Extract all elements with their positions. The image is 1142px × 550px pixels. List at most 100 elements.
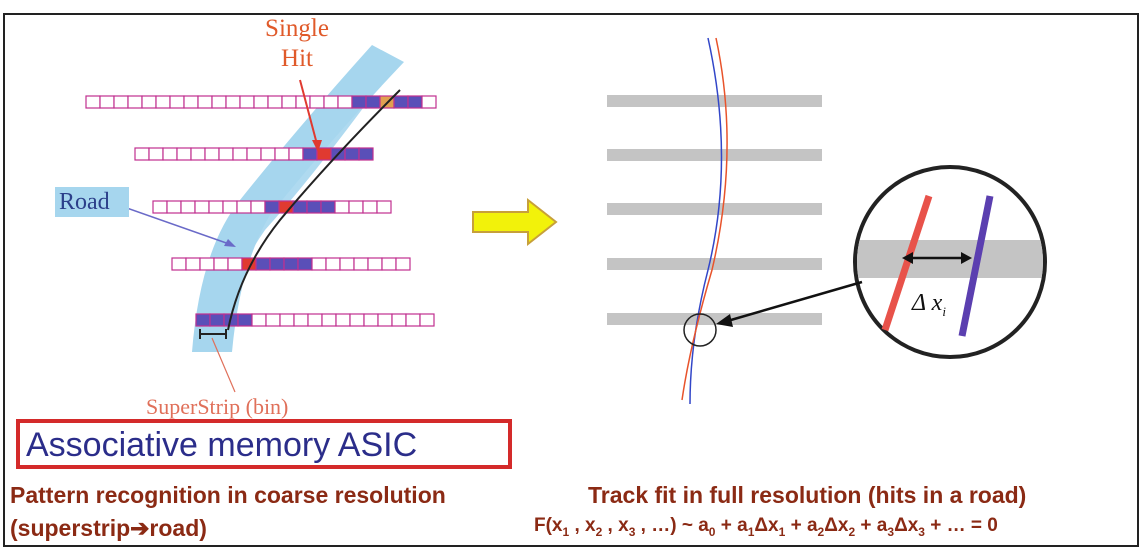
detector-layer-3 bbox=[607, 203, 822, 215]
strip-cell bbox=[339, 257, 355, 271]
track-curve bbox=[227, 89, 401, 331]
strip-cell bbox=[320, 200, 336, 214]
strip-cell bbox=[166, 200, 182, 214]
strip-cell bbox=[365, 95, 381, 109]
strip-cell bbox=[358, 147, 374, 161]
strip-cell bbox=[279, 313, 295, 327]
strip-cell bbox=[419, 313, 435, 327]
strip-cell bbox=[218, 147, 234, 161]
strip-cell bbox=[169, 95, 185, 109]
strip-cell bbox=[185, 257, 201, 271]
strip-cell bbox=[316, 147, 332, 161]
strip-cell bbox=[381, 257, 397, 271]
asic-box bbox=[16, 419, 512, 469]
strip-cell bbox=[367, 257, 383, 271]
strip-cell bbox=[395, 257, 411, 271]
road-label: Road bbox=[55, 187, 129, 217]
strip-cell bbox=[323, 95, 339, 109]
strip-cell bbox=[155, 95, 171, 109]
strip-cell bbox=[265, 313, 281, 327]
superstrip-rows bbox=[85, 95, 437, 327]
strip-cell bbox=[306, 200, 322, 214]
fitted-track-blue bbox=[689, 37, 723, 405]
strip-cell bbox=[197, 95, 213, 109]
strip-cell bbox=[349, 313, 365, 327]
strip-cell bbox=[334, 200, 350, 214]
single-hit-pointer bbox=[299, 79, 319, 149]
strip-cell bbox=[281, 95, 297, 109]
trackfit-caption: Track fit in full resolution (hits in a … bbox=[588, 482, 1027, 508]
strip-cell bbox=[134, 147, 150, 161]
strip-cell bbox=[141, 95, 157, 109]
detector-layer-5 bbox=[607, 313, 822, 325]
strip-cell bbox=[421, 95, 437, 109]
strip-cell bbox=[307, 313, 323, 327]
strip-cell bbox=[171, 257, 187, 271]
strip-cell bbox=[260, 147, 276, 161]
strip-cell bbox=[250, 200, 266, 214]
strip-cell bbox=[253, 95, 269, 109]
zoom-track-blue bbox=[958, 195, 994, 337]
zoom-track-red bbox=[881, 194, 933, 332]
strip-cell bbox=[213, 257, 229, 271]
strip-cell bbox=[148, 147, 164, 161]
strip-cell bbox=[363, 313, 379, 327]
detector-layer-1 bbox=[607, 95, 822, 107]
road-pointer-arrowhead bbox=[224, 239, 236, 247]
strip-cell bbox=[283, 257, 299, 271]
strip-cell bbox=[264, 200, 280, 214]
single-hit-label-line1: Single bbox=[265, 15, 329, 42]
strip-cell bbox=[180, 200, 196, 214]
single-hit-label-line2: Hit bbox=[281, 45, 313, 72]
strip-cell bbox=[183, 95, 199, 109]
strip-cell bbox=[335, 313, 351, 327]
strip-cell bbox=[152, 200, 168, 214]
strip-cell bbox=[204, 147, 220, 161]
strip-cell bbox=[377, 313, 393, 327]
strip-cell bbox=[353, 257, 369, 271]
single-hit-arrowhead bbox=[312, 140, 322, 152]
strip-cell bbox=[293, 313, 309, 327]
strip-cell bbox=[344, 147, 360, 161]
strip-cell bbox=[269, 257, 285, 271]
strip-cell bbox=[176, 147, 192, 161]
strip-cell bbox=[113, 95, 129, 109]
strip-cell bbox=[251, 313, 267, 327]
strip-cell bbox=[232, 147, 248, 161]
strip-cell bbox=[311, 257, 327, 271]
strip-cell bbox=[325, 257, 341, 271]
strip-cell bbox=[190, 147, 206, 161]
strip-cell bbox=[351, 95, 367, 109]
strip-cell bbox=[274, 147, 290, 161]
strip-cell bbox=[407, 95, 423, 109]
strip-cell bbox=[222, 200, 238, 214]
strip-cell bbox=[199, 257, 215, 271]
pattern-caption-line2: (superstrip➔road) bbox=[10, 515, 207, 541]
frame-border bbox=[3, 13, 1139, 547]
detector-layer-2 bbox=[607, 149, 822, 161]
road-pointer bbox=[123, 206, 233, 246]
strip-cell bbox=[309, 95, 325, 109]
strip-cell bbox=[348, 200, 364, 214]
strip-cell bbox=[337, 95, 353, 109]
strip-cell bbox=[127, 95, 143, 109]
callout-arrow bbox=[723, 280, 863, 324]
strip-cell bbox=[255, 257, 271, 271]
strip-cell bbox=[209, 313, 225, 327]
strip-cell bbox=[393, 95, 409, 109]
strip-cell bbox=[405, 313, 421, 327]
strip-cell bbox=[288, 147, 304, 161]
strip-cell bbox=[99, 95, 115, 109]
strip-cell bbox=[162, 147, 178, 161]
road-band bbox=[195, 82, 372, 340]
strip-cell bbox=[321, 313, 337, 327]
fitted-track-red bbox=[681, 37, 728, 401]
strip-cell bbox=[194, 200, 210, 214]
strip-cell bbox=[376, 200, 392, 214]
superstrip-label: SuperStrip (bin) bbox=[146, 394, 289, 419]
detector-layer-4 bbox=[607, 258, 822, 270]
strip-cell bbox=[237, 313, 253, 327]
fit-formula: F(x1 , x2 , x3 , …) ~ a0 + a1Δx1 + a2Δx2… bbox=[534, 515, 998, 539]
strip-cell bbox=[195, 313, 211, 327]
